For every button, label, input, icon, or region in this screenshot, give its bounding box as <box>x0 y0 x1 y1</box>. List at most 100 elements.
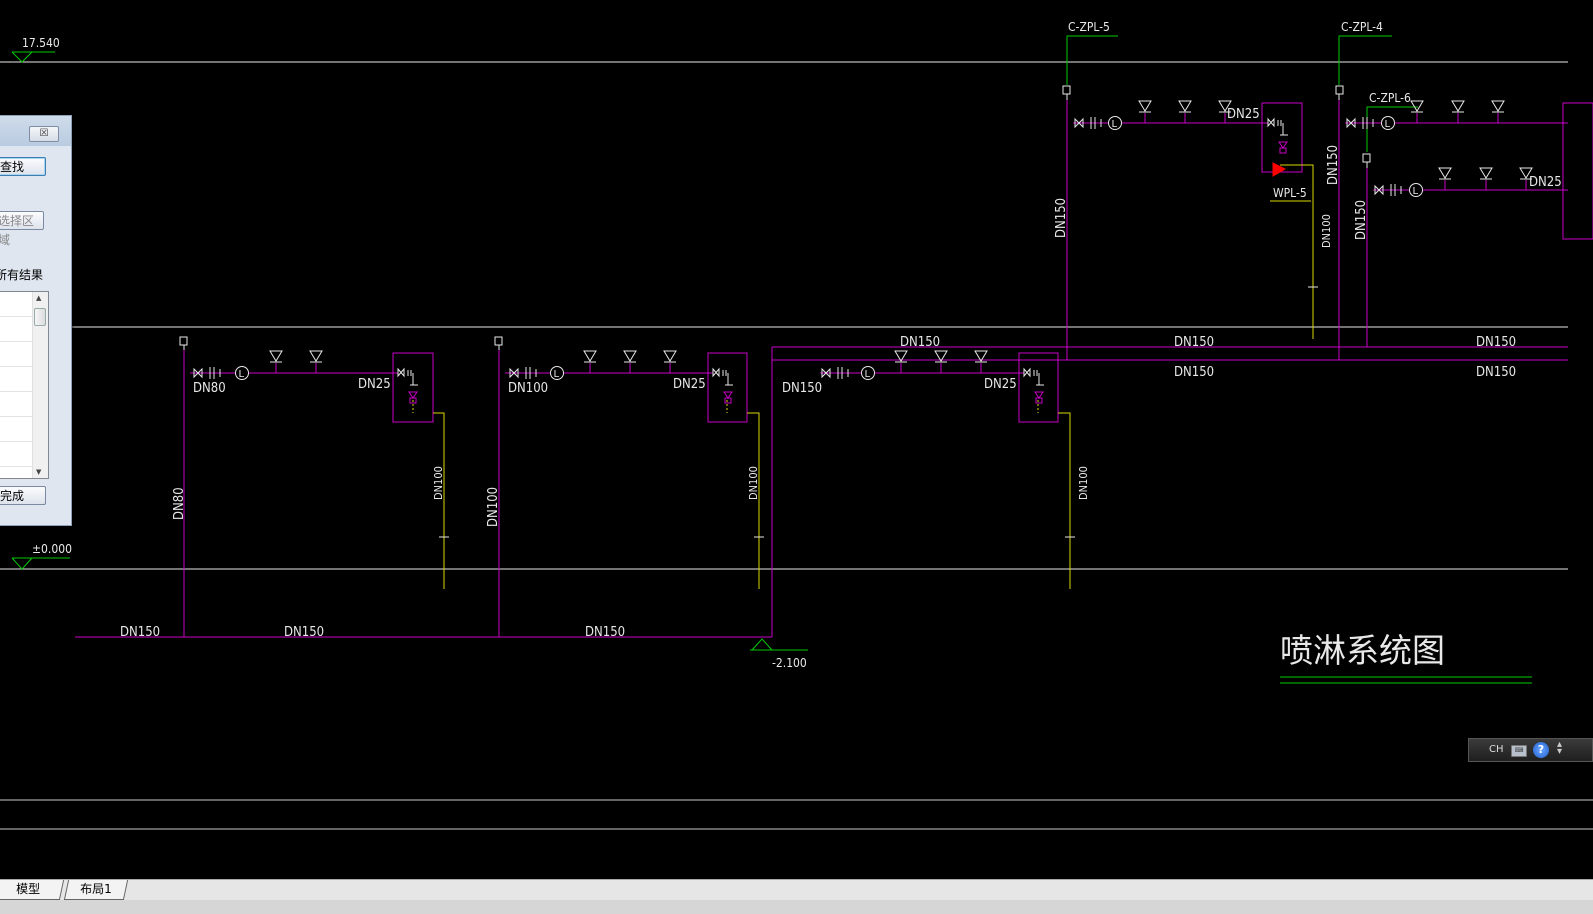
test-box-3 <box>1018 352 1059 423</box>
options-icon[interactable]: ▴▾ <box>1557 739 1563 757</box>
test-box-1 <box>392 352 434 423</box>
scroll-thumb[interactable] <box>34 308 46 326</box>
sprinkler-head-icon <box>583 350 597 373</box>
pipe-label: DN150 <box>284 625 324 640</box>
list-item[interactable] <box>0 342 32 367</box>
tab-model[interactable]: 模型 <box>0 880 65 900</box>
valve-symbols <box>193 117 1402 404</box>
pipe-label: DN150 <box>1174 365 1214 380</box>
valve-icon <box>193 367 221 379</box>
elevation-label-ground: ±0.000 <box>32 542 72 556</box>
svg-text:L: L <box>239 369 245 380</box>
pipe-label: DN150 <box>1174 335 1214 350</box>
tab-layout1[interactable]: 布局1 <box>63 880 129 900</box>
pipe-label: DN150 <box>1476 335 1516 350</box>
results-list[interactable]: ▲ ▼ <box>0 291 49 479</box>
pipe-label: DN80 <box>193 381 226 396</box>
valve-icon <box>1074 117 1102 129</box>
drain-pipe-4 <box>1280 164 1314 339</box>
svg-text:L: L <box>554 369 560 380</box>
sprinkler-head-icon <box>1451 100 1465 123</box>
scroll-down-icon[interactable]: ▼ <box>36 468 42 476</box>
test-valve-icon <box>712 367 733 404</box>
pipe-label: DN150 <box>900 335 940 350</box>
elevation-mark-ground <box>11 557 70 570</box>
sprinkler-head-icon <box>1479 167 1493 190</box>
svg-text:L: L <box>865 369 871 380</box>
list-item[interactable] <box>0 442 32 467</box>
test-box-2 <box>707 352 748 423</box>
sprinkler-heads <box>269 100 1533 373</box>
test-valve-icon <box>397 367 418 404</box>
pipe-label-vertical: DN100 <box>432 466 445 500</box>
drain-pipe-1 <box>433 412 445 589</box>
sprinkler-head-icon <box>623 350 637 373</box>
test-box-4 <box>1261 102 1303 173</box>
drain-pipe-2 <box>747 412 760 589</box>
tab-label: 模型 <box>16 882 41 896</box>
elevation-label-top: 17.540 <box>22 36 60 50</box>
sprinkler-head-icon <box>663 350 677 373</box>
find-button[interactable]: 查找 <box>0 157 46 176</box>
pipe-label-vertical: DN150 <box>1326 145 1341 185</box>
svg-text:L: L <box>1385 119 1391 130</box>
sprinkler-head-icon <box>309 350 323 373</box>
pipe-label: DN25 <box>984 377 1017 392</box>
close-button[interactable]: ☒ <box>29 126 59 142</box>
sprinkler-head-icon <box>974 350 988 373</box>
status-strip <box>0 900 1593 914</box>
pipe-label-vertical: DN150 <box>1054 198 1069 238</box>
pipe-label: DN150 <box>120 625 160 640</box>
sprinkler-head-icon <box>1519 167 1533 190</box>
elevation-mark-bottom <box>750 638 808 651</box>
pipe-label: DN150 <box>1476 365 1516 380</box>
select-area-button[interactable]: 选择区域 <box>0 211 44 247</box>
help-icon[interactable]: ? <box>1533 742 1549 758</box>
language-indicator[interactable]: CH <box>1489 744 1504 755</box>
results-scrollbar[interactable]: ▲ ▼ <box>32 292 48 478</box>
pipe-label-vertical: DN100 <box>486 487 501 527</box>
all-results-label: 所有结果 <box>0 268 44 282</box>
list-item[interactable] <box>0 317 32 342</box>
language-bar[interactable]: CH ⌨ ? ▴▾ <box>1468 738 1593 762</box>
pipe-label-vertical: DN80 <box>172 487 187 520</box>
flow-switches: L L L L L L <box>235 116 1423 380</box>
svg-text:L: L <box>1112 119 1118 130</box>
equipment-label-wpl5: WPL-5 <box>1273 186 1307 200</box>
scroll-up-icon[interactable]: ▲ <box>36 294 42 302</box>
find-dialog[interactable]: ☒ 查找 选择区域 所有结果 ▲ ▼ 完成 <box>0 115 72 526</box>
flow-switch-icon: L <box>861 366 875 380</box>
flow-switch-icon: L <box>1409 183 1423 197</box>
list-item[interactable] <box>0 392 32 417</box>
elevation-label-bottom: -2.100 <box>772 656 807 670</box>
flow-switch-icon: L <box>550 366 564 380</box>
alarm-valve-icon <box>1272 162 1287 177</box>
svg-text:L: L <box>1413 186 1419 197</box>
pipe-label-vertical: DN100 <box>1320 214 1333 248</box>
sprinkler-head-icon <box>1218 100 1232 123</box>
pipe-label: DN100 <box>508 381 548 396</box>
flow-switch-icon: L <box>1108 116 1122 130</box>
pipe-label: DN25 <box>1227 107 1260 122</box>
list-item[interactable] <box>0 292 32 317</box>
sprinkler-head-icon <box>1138 100 1152 123</box>
list-item[interactable] <box>0 367 32 392</box>
sprinkler-head-icon <box>1410 100 1424 123</box>
pipe-label-vertical: DN150 <box>1354 200 1369 240</box>
pipe-label-vertical: DN100 <box>747 466 760 500</box>
valve-icon <box>821 367 849 379</box>
done-button[interactable]: 完成 <box>0 486 46 505</box>
drain-pipe-3 <box>1058 412 1071 589</box>
test-valve-icon <box>1023 367 1044 404</box>
riser-leader-zpl4 <box>1338 35 1392 85</box>
valve-icon <box>1374 184 1402 196</box>
flow-switch-icon: L <box>235 366 249 380</box>
list-item[interactable] <box>0 417 32 442</box>
valve-icon <box>1346 117 1374 129</box>
valve-icon <box>509 367 537 379</box>
sprinkler-head-icon <box>934 350 948 373</box>
layout-tab-bar: 模型 布局1 <box>0 879 1593 901</box>
sprinkler-head-icon <box>1178 100 1192 123</box>
keyboard-icon[interactable]: ⌨ <box>1511 745 1527 757</box>
